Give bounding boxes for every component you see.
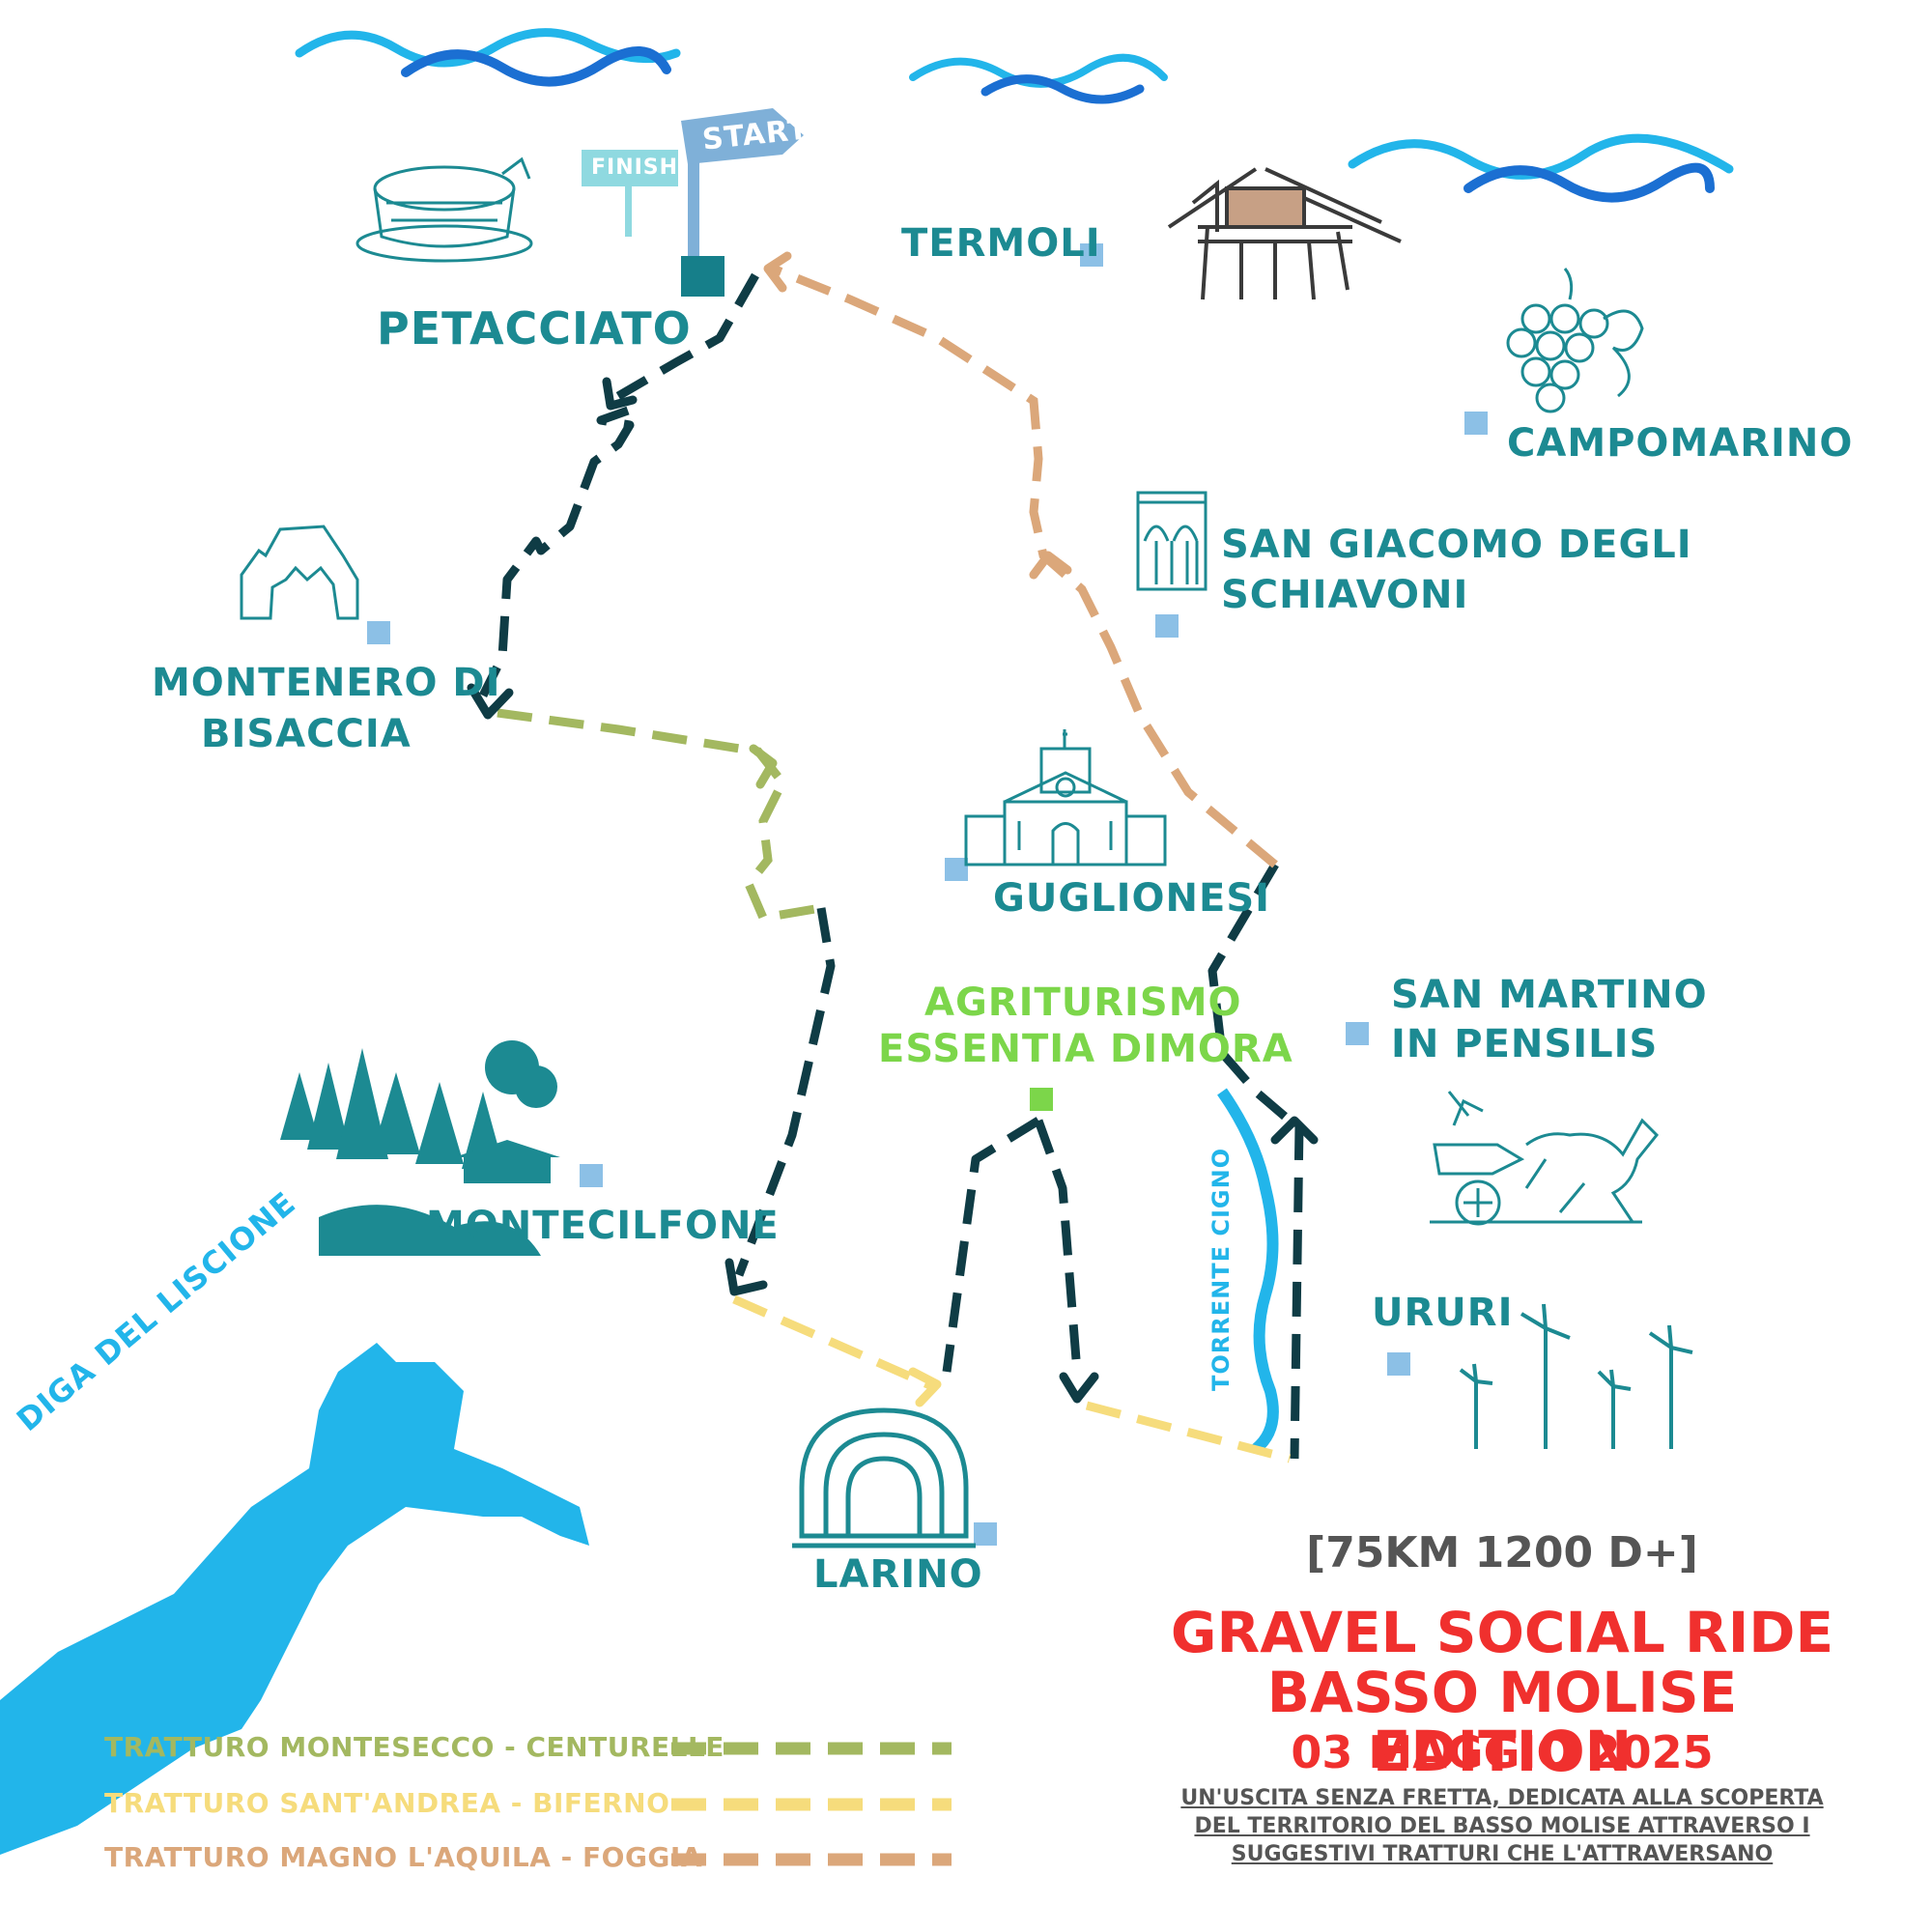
agriturismo-marker [1030,1088,1053,1111]
legend-label-sant-andrea: TRATTURO SANT'ANDREA - BIFERNO [104,1787,670,1819]
cloister-icon [1136,491,1208,591]
route-yellow [1085,1401,1292,1463]
town-label-campomarino: CAMPOMARINO [1507,421,1854,466]
church-icon [964,729,1167,867]
town-label-larino: LARINO [813,1552,983,1597]
finish-flag [582,150,678,186]
arrow-icon [467,683,514,720]
start-finish-marker [582,108,804,297]
town-label-montecilfone: MONTECILFONE [426,1204,780,1248]
start-flag [681,108,804,164]
river-label: TORRENTE CIGNO [1208,1147,1235,1391]
wind-turbine-icon [1459,1303,1693,1449]
arrow-icon [1059,1372,1099,1404]
arrow-icon [1029,551,1072,580]
agriturismo-label-2: ESSENTIA DIMORA [878,1027,1293,1071]
town-label-san-giacomo-1: SAN GIACOMO DEGLI [1221,523,1692,567]
arrow-icon [749,744,778,789]
town-label-petacciato: PETACCIATO [377,302,692,355]
town-label-san-martino-2: IN PENSILIS [1391,1022,1659,1066]
wave-icon [1463,162,1715,203]
arrow-icon [763,251,792,293]
lake-shape [0,1343,589,1855]
grapes-icon [1506,268,1644,413]
finish-pole [625,184,632,237]
event-description-2: DEL TERRITORIO DEL BASSO MOLISE ATTRAVER… [1194,1814,1810,1838]
arrow-icon [724,1258,768,1296]
event-stats: [75KM 1200 D+] [1306,1528,1698,1577]
arrow-icon [1270,1116,1319,1145]
event-description-3: SUGGESTIVI TRATTURI CHE L'ATTRAVERSANO [1231,1842,1774,1866]
town-label-montenero-2: BISACCIA [201,712,412,756]
town-label-san-martino-1: SAN MARTINO [1391,973,1708,1017]
forest-icon [280,1040,560,1256]
agriturismo-label-1: AGRITURISMO [924,980,1242,1025]
town-label-termoli: TERMOLI [901,221,1101,266]
town-label-montenero-1: MONTENERO DI [152,661,501,705]
legend-label-montesecco: TRATTURO MONTESECCO - CENTURELLE [104,1731,724,1763]
event-title-1: GRAVEL SOCIAL RIDE [1170,1600,1834,1665]
event-description-1: UN'USCITA SENZA FRETTA, DEDICATA ALLA SC… [1180,1786,1824,1810]
route-main [478,272,1304,1460]
location-markers [367,243,1488,1546]
well-icon [355,156,533,263]
town-label-san-giacomo-2: SCHIAVONI [1221,573,1469,617]
wave-icon [980,74,1145,104]
route-arrows [467,251,1319,1407]
legend-lines [671,1742,952,1866]
town-label-ururi: URURI [1372,1291,1514,1335]
chariot-icon [1430,1091,1660,1226]
landmark-icons [240,156,1693,1548]
arrow-icon [602,377,638,411]
amphitheatre-icon [792,1407,976,1548]
wave-icon [401,46,671,87]
route-yellow [732,1294,934,1391]
sea-waves [295,28,1734,203]
town-label-guglionesi: GUGLIONESI [993,876,1271,921]
legend-label-magno: TRATTURO MAGNO L'AQUILA - FOGGIA [104,1841,702,1873]
event-date: 03 MAGGIO 2025 [1291,1726,1714,1778]
river-shape [1217,1088,1279,1454]
arch-icon [240,525,359,620]
event-title-2: BASSO MOLISE EDITION [1266,1660,1738,1784]
route-orange [771,264,1278,868]
start-square [681,256,724,297]
arrow-icon [908,1367,942,1407]
trabucco-icon [1167,167,1402,300]
route-green [497,708,822,923]
finish-flag-label: FINISH [591,156,679,180]
